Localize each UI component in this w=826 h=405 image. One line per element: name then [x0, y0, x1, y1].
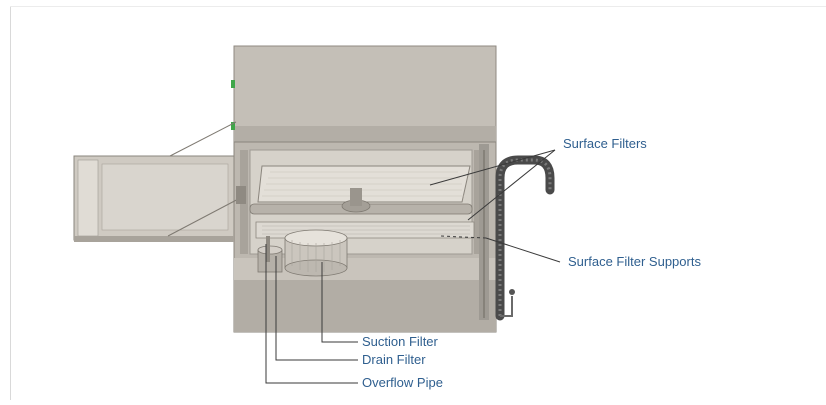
leader-surface-filters-2: [467, 149, 556, 221]
cabinet-top: [231, 45, 497, 143]
door-hinge-icon: [236, 186, 246, 204]
label-suction-filter: Suction Filter: [362, 334, 439, 349]
leader-overflow-pipe: [265, 244, 358, 384]
spray-arm: [249, 188, 473, 215]
suction-filter: [284, 229, 348, 277]
indicator-light-icon: [231, 80, 235, 88]
label-drain-filter: Drain Filter: [362, 352, 426, 367]
leader-surface-filters: [429, 149, 556, 186]
overflow-pipe: [266, 236, 270, 262]
indicator-light-icon: [231, 122, 235, 130]
label-surface-filter-supports: Surface Filter Supports: [568, 254, 701, 269]
leader-surface-filter-supports: [485, 237, 561, 263]
leader-lines: [265, 149, 561, 384]
drain-hose: [495, 155, 555, 321]
label-surface-filters: Surface Filters: [563, 136, 647, 151]
leader-suction-filter: [321, 262, 358, 343]
leader-drain-filter: [275, 256, 358, 361]
label-overflow-pipe: Overflow Pipe: [362, 375, 443, 390]
surface-filter-upper: [257, 165, 471, 203]
top-border: [10, 6, 826, 7]
dishwasher-door: [73, 121, 246, 242]
left-border: [10, 6, 11, 400]
rack-support-right: [479, 144, 489, 320]
